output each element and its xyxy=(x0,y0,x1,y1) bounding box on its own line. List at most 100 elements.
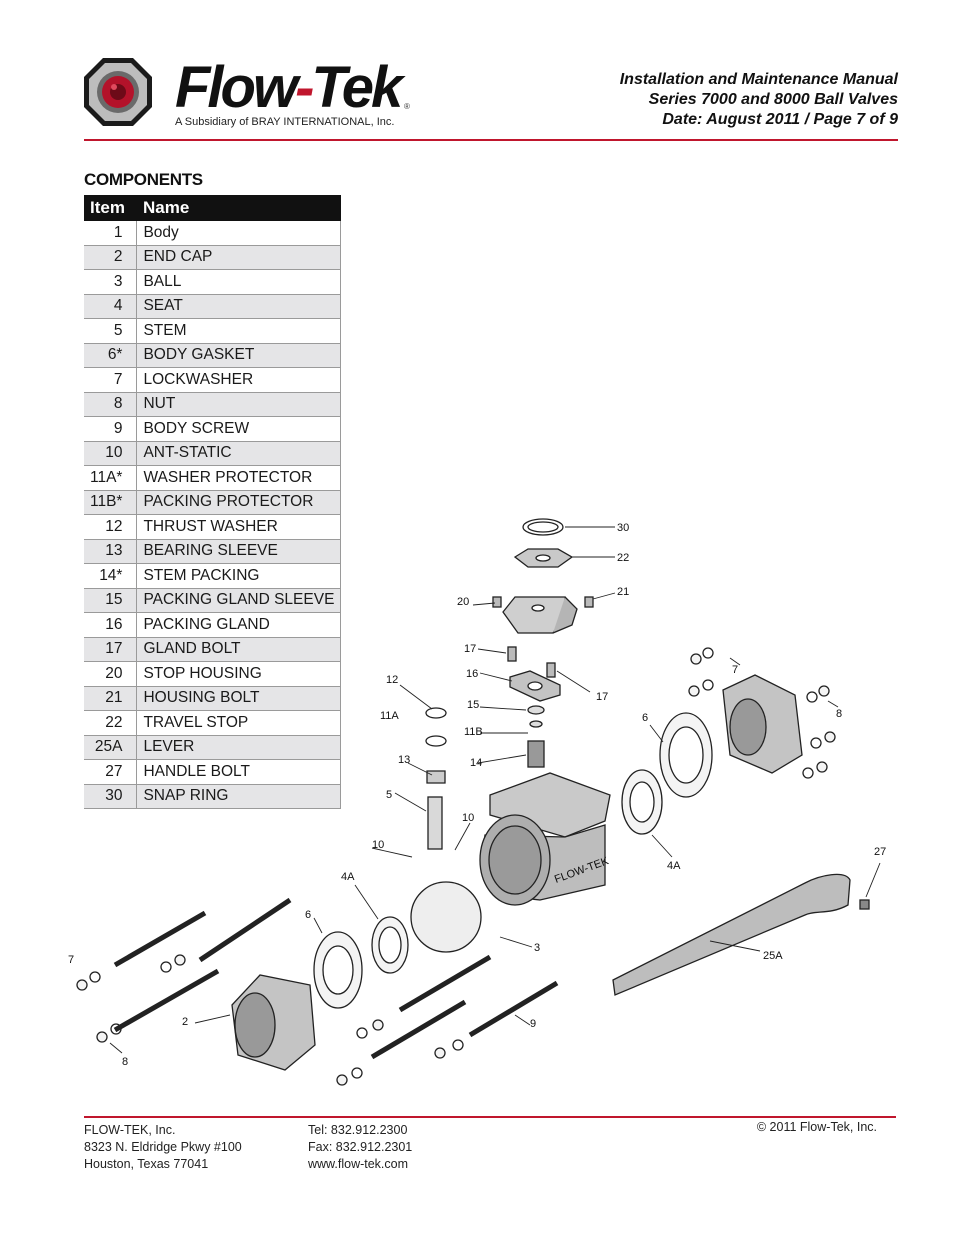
item-name: THRUST WASHER xyxy=(136,514,342,540)
footer-phone: Tel: 832.912.2300 xyxy=(308,1123,408,1137)
title-line-3: Date: August 2011 / Page 7 of 9 xyxy=(662,111,898,128)
table-row: 11B*PACKING PROTECTOR xyxy=(84,490,342,515)
body-screw-part xyxy=(113,910,207,968)
callout-12: 12 xyxy=(386,674,398,686)
callout-21: 21 xyxy=(617,586,629,598)
callout-7-right: 7 xyxy=(732,664,738,676)
item-number: 17 xyxy=(84,637,138,662)
flowtek-badge-icon xyxy=(84,58,152,126)
callout-9: 9 xyxy=(530,1018,536,1030)
table-row: 6*BODY GASKET xyxy=(84,343,342,368)
title-line-1: Installation and Maintenance Manual xyxy=(619,71,898,88)
document-title: Installation and Maintenance Manual Seri… xyxy=(620,70,898,130)
item-name: SEAT xyxy=(136,294,342,319)
item-number: 1 xyxy=(84,221,138,246)
callout-11b: 11B xyxy=(464,726,483,738)
footer-company-name: FLOW-TEK, Inc. xyxy=(84,1123,176,1137)
item-name: WASHER PROTECTOR xyxy=(136,465,342,491)
callout-27: 27 xyxy=(874,846,886,858)
callout-17-lower: 17 xyxy=(596,691,608,703)
item-number: 3 xyxy=(84,269,138,295)
table-row: 11A*WASHER PROTECTOR xyxy=(84,465,342,491)
callout-14: 14 xyxy=(470,757,482,769)
item-name: TRAVEL STOP xyxy=(136,710,342,736)
item-number: 12 xyxy=(84,514,138,540)
footer-fax: Fax: 832.912.2301 xyxy=(308,1140,413,1154)
callout-15: 15 xyxy=(467,699,479,711)
item-name: PACKING PROTECTOR xyxy=(136,490,342,515)
brand-wordmark: Flow-Tek xyxy=(175,55,403,120)
callout-4a-left: 4A xyxy=(341,871,355,883)
footer-copyright: © 2011 Flow-Tek, Inc. xyxy=(756,1120,877,1134)
handle-bolt-part xyxy=(859,899,870,910)
item-name: Body xyxy=(136,221,342,246)
callout-13: 13 xyxy=(398,754,410,766)
footer-address: FLOW-TEK, Inc. 8323 N. Eldridge Pkwy #10… xyxy=(84,1122,242,1173)
callout-11a: 11A xyxy=(380,710,399,722)
callout-8-left: 8 xyxy=(122,1056,128,1068)
callout-2: 2 xyxy=(182,1016,188,1028)
callout-22: 22 xyxy=(617,552,629,564)
item-name: BALL xyxy=(136,269,342,295)
item-number: 7 xyxy=(84,367,138,393)
item-name: NUT xyxy=(136,392,342,417)
ball-part xyxy=(410,881,482,953)
item-name: PACKING GLAND SLEEVE xyxy=(136,588,342,613)
item-number: 25A xyxy=(84,735,138,760)
item-number: 13 xyxy=(84,539,138,564)
table-row: 14*STEM PACKING xyxy=(84,563,342,589)
header-divider xyxy=(84,139,898,141)
callout-30: 30 xyxy=(617,522,629,534)
item-name: STOP HOUSING xyxy=(136,661,342,687)
callout-10-right: 10 xyxy=(462,812,474,824)
thrust-washer-part xyxy=(425,707,447,719)
brand-tagline: A Subsidiary of BRAY INTERNATIONAL, Inc. xyxy=(175,116,395,128)
lever-part xyxy=(612,873,851,996)
item-name: HANDLE BOLT xyxy=(136,759,342,785)
callout-10-left: 10 xyxy=(372,839,384,851)
registered-mark: ® xyxy=(404,102,410,111)
housing-bolt-part xyxy=(492,596,502,608)
item-name: END CAP xyxy=(136,245,342,270)
table-header-row: Item Name xyxy=(84,195,341,221)
gland-bolt-part xyxy=(507,646,517,662)
stem-part xyxy=(427,796,443,850)
item-number: 4 xyxy=(84,294,138,319)
item-number: 21 xyxy=(84,686,138,711)
item-name: BODY SCREW xyxy=(136,416,342,442)
item-name: PACKING GLAND xyxy=(136,612,342,638)
column-header-name: Name xyxy=(136,195,341,221)
item-number: 30 xyxy=(84,784,138,809)
callout-8-right: 8 xyxy=(836,708,842,720)
title-line-2: Series 7000 and 8000 Ball Valves xyxy=(648,91,898,108)
snap-ring-part xyxy=(522,518,564,536)
callout-6-right: 6 xyxy=(642,712,648,724)
item-name: STEM PACKING xyxy=(136,563,342,589)
exploded-valve-diagram: 30 22 21 20 17 16 17 15 12 11A 11B 14 13… xyxy=(68,518,886,1086)
gland-sleeve-part xyxy=(527,705,545,715)
footer-street: 8323 N. Eldridge Pkwy #100 xyxy=(84,1140,242,1154)
item-name: BODY GASKET xyxy=(136,343,342,368)
callout-20: 20 xyxy=(457,596,469,608)
item-name: BEARING SLEEVE xyxy=(136,539,342,564)
item-number: 5 xyxy=(84,318,138,344)
item-name: STEM xyxy=(136,318,342,344)
item-name: LOCKWASHER xyxy=(136,367,342,393)
callout-7-left: 7 xyxy=(68,954,74,966)
